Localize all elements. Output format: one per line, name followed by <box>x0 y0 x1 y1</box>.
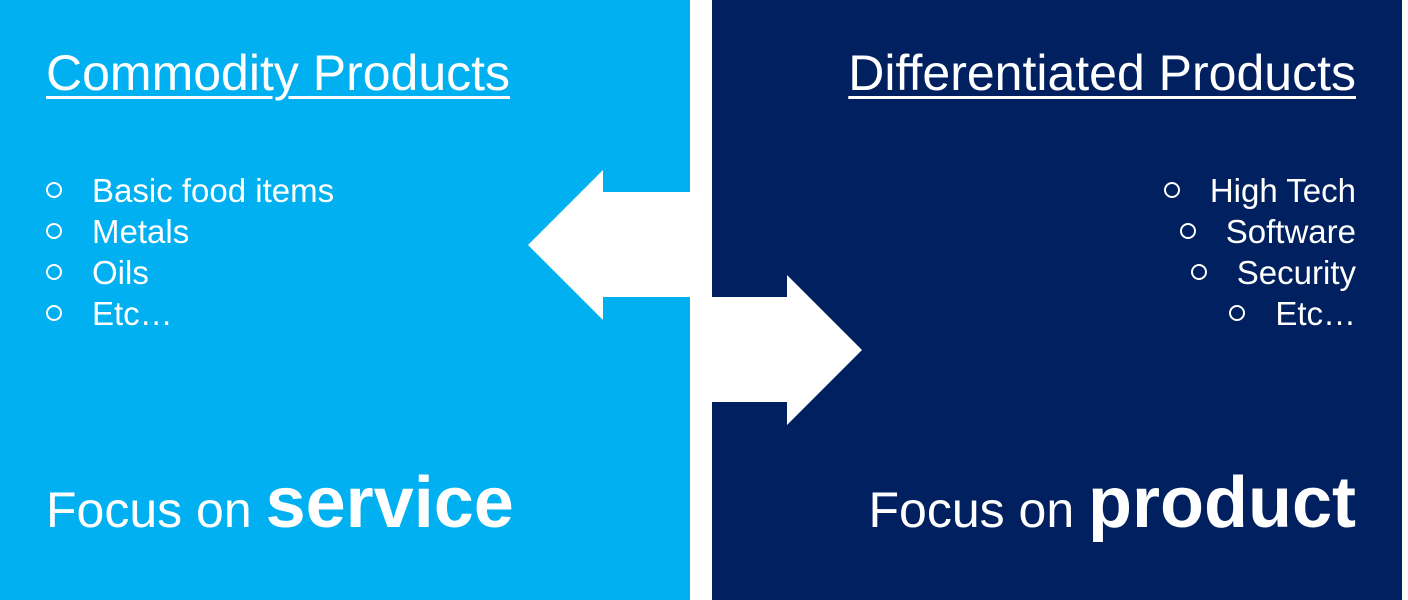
focus-prefix: Focus on <box>46 482 266 538</box>
list-item: High Tech <box>1163 170 1356 211</box>
commodity-list: Basic food items Metals Oils Etc… <box>46 170 334 334</box>
bullet-circle-icon <box>1179 223 1196 240</box>
focus-word: service <box>265 463 514 543</box>
left-arrow-icon <box>528 170 690 320</box>
item-label: Security <box>1236 254 1356 291</box>
item-label: Metals <box>92 213 190 250</box>
item-label: Software <box>1225 213 1356 250</box>
bullet-circle-icon <box>1190 264 1207 281</box>
commodity-panel: Commodity Products Basic food items Meta… <box>0 0 690 600</box>
item-label: Oils <box>92 254 149 291</box>
differentiated-list: High Tech Software Security Etc… <box>1163 170 1356 334</box>
bullet-circle-icon <box>46 305 62 322</box>
item-label: Etc… <box>1275 295 1356 332</box>
commodity-title: Commodity Products <box>46 45 511 101</box>
item-label: High Tech <box>1209 172 1356 209</box>
differentiated-panel: Differentiated Products High Tech Softwa… <box>712 0 1402 600</box>
item-label: Basic food items <box>92 172 335 209</box>
differentiated-focus: Focus on product <box>868 462 1356 544</box>
commodity-focus: Focus on service <box>46 462 514 544</box>
list-item: Oils <box>46 252 334 293</box>
list-item: Security <box>1164 252 1356 293</box>
bullet-circle-icon <box>1163 182 1180 199</box>
list-item: Software <box>1164 211 1356 252</box>
right-arrow-icon <box>712 275 862 425</box>
bullet-circle-icon <box>46 182 62 199</box>
list-item: Etc… <box>1164 293 1356 334</box>
list-item: Etc… <box>46 293 334 334</box>
list-item: Metals <box>46 211 334 252</box>
focus-prefix: Focus on <box>868 482 1089 538</box>
bullet-circle-icon <box>46 264 62 281</box>
differentiated-title: Differentiated Products <box>848 45 1356 101</box>
list-item: Basic food items <box>46 170 334 211</box>
focus-word: product <box>1088 463 1356 543</box>
item-label: Etc… <box>92 295 173 332</box>
bullet-circle-icon <box>1229 305 1246 322</box>
bullet-circle-icon <box>46 223 62 240</box>
